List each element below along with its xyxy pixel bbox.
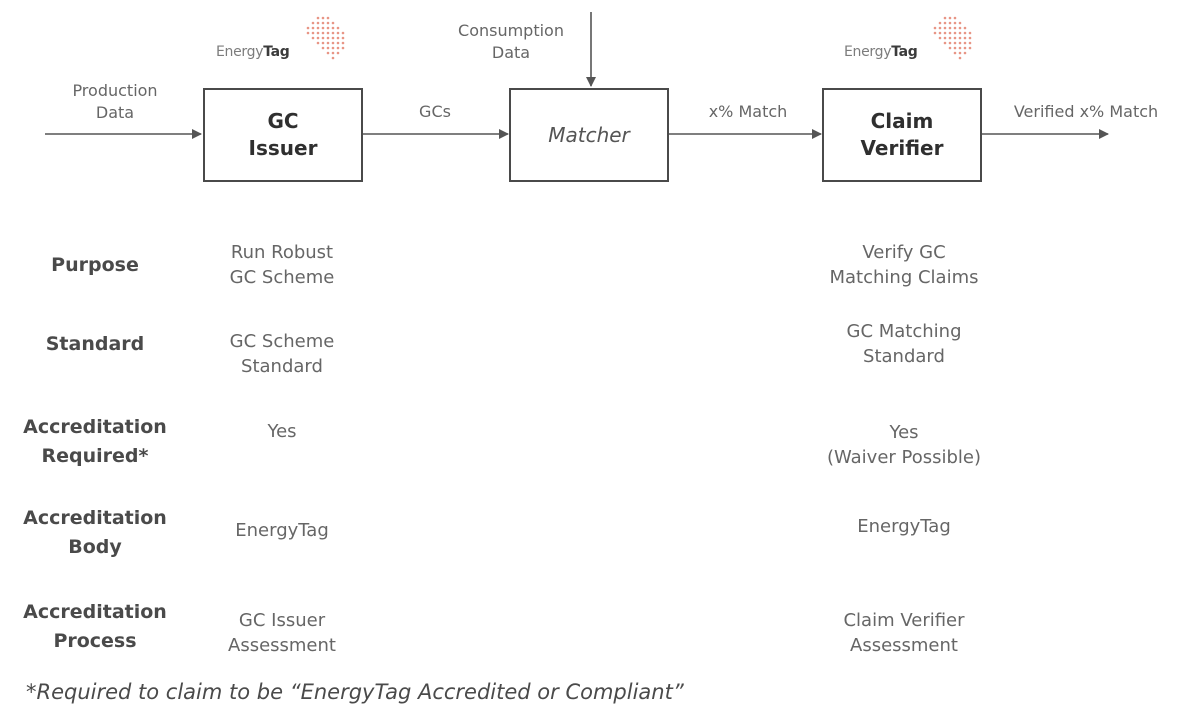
gc-issuer-box: GC Issuer — [203, 88, 363, 182]
logo-strong: Tag — [891, 44, 918, 60]
row-label-accreditation-required: Accreditation Required* — [23, 416, 167, 467]
logo-dots-icon — [306, 16, 345, 60]
claim-verifier-label: Claim Verifier — [860, 109, 944, 160]
issuer-accreditation-required: Yes — [267, 421, 297, 442]
row-label-purpose: Purpose — [51, 254, 139, 276]
matcher-label: Matcher — [548, 122, 630, 147]
claim-verifier-box: Claim Verifier — [822, 88, 982, 182]
logo-dots-icon — [933, 16, 972, 60]
logo-prefix: Energy — [844, 44, 892, 60]
row-label-accreditation-process: Accreditation Process — [23, 601, 167, 652]
logo-prefix: Energy — [216, 44, 264, 60]
matcher-box: Matcher — [509, 88, 669, 182]
issuer-standard: GC Scheme Standard — [229, 331, 335, 377]
energytag-logo-verifier: EnergyTag — [844, 44, 918, 60]
gc-issuer-label: GC Issuer — [248, 109, 318, 160]
issuer-accreditation-body: EnergyTag — [235, 520, 329, 541]
match-label: x% Match — [708, 102, 788, 121]
verifier-purpose: Verify GC Matching Claims — [829, 242, 979, 288]
production-data-label: Production Data — [72, 81, 158, 122]
row-label-accreditation-body: Accreditation Body — [23, 507, 167, 558]
verifier-accreditation-process: Claim Verifier Assessment — [843, 610, 965, 656]
consumption-data-label: Consumption Data — [458, 21, 564, 62]
verifier-accreditation-required: Yes (Waiver Possible) — [826, 422, 982, 468]
issuer-purpose: Run Robust GC Scheme — [229, 242, 335, 288]
footnote: *Required to claim to be “EnergyTag Accr… — [26, 680, 684, 704]
row-label-standard: Standard — [45, 333, 145, 355]
gcs-label: GCs — [419, 102, 451, 121]
verified-match-label: Verified x% Match — [1013, 102, 1159, 121]
verifier-standard: GC Matching Standard — [846, 321, 962, 367]
logo-strong: Tag — [263, 44, 290, 60]
verifier-accreditation-body: EnergyTag — [857, 516, 951, 537]
issuer-accreditation-process: GC Issuer Assessment — [228, 610, 336, 656]
energytag-logo-issuer: EnergyTag — [216, 44, 290, 60]
